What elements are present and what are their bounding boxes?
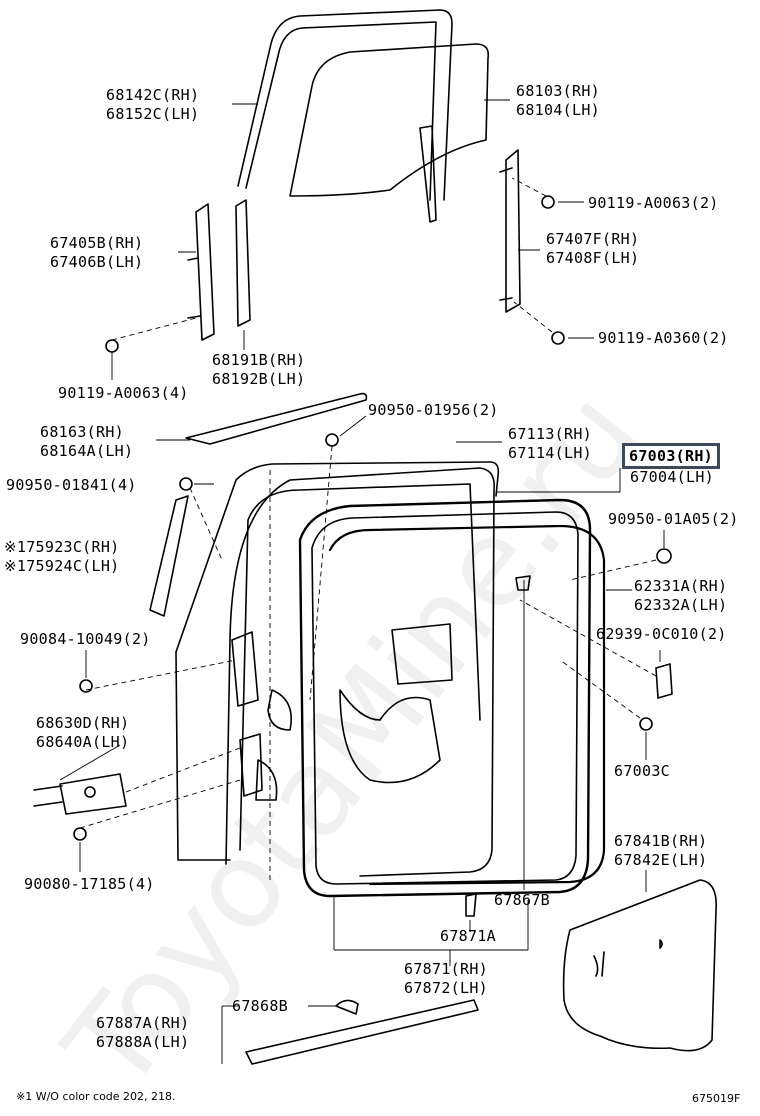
label-67406B: 67406B(LH) [50, 253, 144, 271]
clip-90950-01956 [325, 433, 339, 447]
clip-67003c [639, 717, 653, 731]
label-68163: 68163(RH) [40, 423, 124, 441]
label-67407F: 67407F(RH) [546, 230, 640, 248]
label-90080-17185: 90080-17185(4) [24, 875, 155, 893]
front-lower-run [195, 203, 215, 341]
door-inner-frame [225, 467, 496, 877]
clip-62331a [515, 575, 531, 591]
label-68640A: 68640A(LH) [36, 733, 130, 751]
label-67004: 67004(LH) [630, 468, 714, 486]
label-67113: 67113(RH) [508, 425, 592, 443]
screw-90119-a0063 [541, 195, 555, 209]
label-90084-10049: 90084-10049(2) [20, 630, 151, 648]
label-67405B: 67405B(RH) [50, 234, 144, 252]
label-68630D: 68630D(RH) [36, 714, 130, 732]
label-67888A: 67888A(LH) [96, 1033, 190, 1051]
door-weatherstrip [298, 498, 592, 898]
belt-moulding [185, 392, 368, 445]
label-68191B: 68191B(RH) [212, 351, 306, 369]
footnote: ※1 W/O color code 202, 218. [16, 1090, 176, 1103]
label-67872: 67872(LH) [404, 979, 488, 997]
label-62939: 62939-0C010(2) [596, 625, 727, 643]
label-67003C: 67003C [614, 762, 670, 780]
door-check [59, 773, 127, 815]
label-67841B: 67841B(RH) [614, 832, 708, 850]
bolt-90084-10049 [79, 679, 93, 693]
label-90119-a0063-2: 90119-A0063(2) [588, 194, 719, 212]
label-68152C: 68152C(LH) [106, 105, 200, 123]
label-75924C: ※175924C(LH) [4, 557, 120, 575]
highlighted-part-67003[interactable]: 67003(RH) [622, 443, 720, 469]
label-90950-01956: 90950-01956(2) [368, 401, 499, 419]
label-90119-a0360: 90119-A0360(2) [598, 329, 729, 347]
label-67408F: 67408F(LH) [546, 249, 640, 267]
rear-lower-run [505, 149, 521, 313]
division-bar [235, 199, 251, 327]
label-68142C: 68142C(RH) [106, 86, 200, 104]
label-67871A: 67871A [440, 927, 496, 945]
bolt-90080-17185 [73, 827, 87, 841]
label-68103: 68103(RH) [516, 82, 600, 100]
service-hole-cover [562, 879, 717, 1052]
opening-trim [328, 524, 606, 886]
screw-90119-a0063-4 [105, 339, 119, 353]
label-67842E: 67842E(LH) [614, 851, 708, 869]
plug-90950-01a05 [656, 548, 672, 564]
label-67868B: 67868B [232, 997, 288, 1015]
label-68104: 68104(LH) [516, 101, 600, 119]
label-68164A: 68164A(LH) [40, 442, 134, 460]
screw-90119-a0360 [551, 331, 565, 345]
label-67867B: 67867B [494, 891, 550, 909]
pad-62939 [655, 663, 673, 699]
figure-id: 675019F [692, 1092, 741, 1105]
lower-moulding [245, 999, 479, 1065]
label-67871: 67871(RH) [404, 960, 488, 978]
door-frame-garnish [149, 495, 189, 617]
door-outer-panel [175, 461, 500, 653]
label-90119-a0063-4: 90119-A0063(4) [58, 384, 189, 402]
label-67887A: 67887A(RH) [96, 1014, 190, 1032]
door-glass [289, 43, 490, 197]
label-68192B: 68192B(LH) [212, 370, 306, 388]
clip-67871a [465, 893, 477, 917]
label-62332A: 62332A(LH) [634, 596, 728, 614]
door-hinge [231, 631, 259, 707]
label-75923C: ※175923C(RH) [4, 538, 120, 556]
clip-90950-01841 [179, 477, 193, 491]
label-90950-01841: 90950-01841(4) [6, 476, 137, 494]
label-90950-01a05: 90950-01A05(2) [608, 510, 739, 528]
label-62331A: 62331A(RH) [634, 577, 728, 595]
window-run-channel [237, 9, 453, 201]
label-67114: 67114(LH) [508, 444, 592, 462]
